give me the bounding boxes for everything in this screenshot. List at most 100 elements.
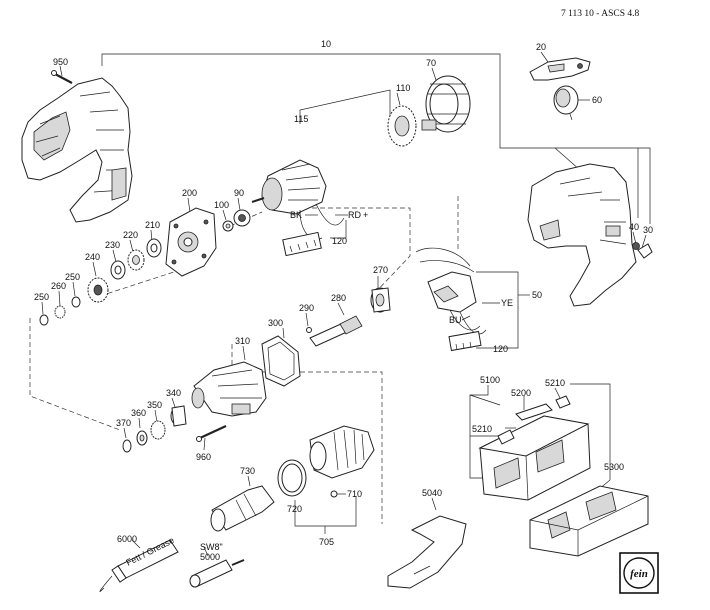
part-110-gear[interactable] — [387, 105, 417, 147]
label-90[interactable]: 90 — [234, 188, 244, 198]
part-5210-latch-a[interactable] — [555, 395, 571, 409]
part-350-gear[interactable] — [150, 420, 166, 440]
label-370[interactable]: 370 — [116, 418, 131, 428]
part-10-housing-right[interactable] — [527, 163, 637, 307]
label-960[interactable]: 960 — [196, 452, 211, 462]
part-340-bushing[interactable] — [170, 405, 187, 427]
part-60-cap[interactable] — [553, 85, 579, 121]
part-260-gear[interactable] — [54, 305, 66, 319]
label-720[interactable]: 720 — [287, 504, 302, 514]
leader-lines — [41, 51, 651, 557]
part-200-gearbox[interactable] — [165, 207, 217, 277]
part-90-bearing[interactable] — [233, 209, 251, 227]
label-120-a[interactable]: 120 — [332, 236, 347, 246]
part-70-gear-housing[interactable] — [421, 75, 471, 133]
label-5000[interactable]: 5000 — [200, 552, 220, 562]
part-30-clip[interactable] — [637, 243, 653, 259]
label-5210-a[interactable]: 5210 — [545, 378, 565, 388]
label-5040[interactable]: 5040 — [422, 488, 442, 498]
part-370-ring[interactable] — [122, 439, 132, 453]
fein-logo: fein — [619, 552, 659, 594]
wire-label-bk: BK — [290, 210, 302, 220]
label-270[interactable]: 270 — [373, 265, 388, 275]
part-100-washer[interactable] — [222, 220, 234, 232]
wire-label-bu: BU — [449, 315, 462, 325]
part-5000-bit[interactable]: SW8" — [189, 542, 245, 588]
part-720-ring[interactable] — [277, 459, 307, 497]
label-350[interactable]: 350 — [147, 400, 162, 410]
label-200[interactable]: 200 — [182, 188, 197, 198]
part-labels: 950 10 20 70 60 110 115 200 90 100 210 2… — [34, 39, 653, 562]
part-50-electronics[interactable] — [415, 247, 487, 335]
label-950[interactable]: 950 — [53, 57, 68, 67]
motor-connector — [282, 231, 322, 257]
label-250-a[interactable]: 250 — [65, 272, 80, 282]
part-960-screw[interactable] — [196, 425, 227, 442]
label-10[interactable]: 10 — [321, 39, 331, 49]
label-705[interactable]: 705 — [319, 537, 334, 547]
part-705-depth-locator[interactable] — [309, 425, 375, 479]
part-230-washer[interactable] — [110, 260, 126, 280]
part-120-connector-b[interactable] — [448, 330, 482, 352]
part-270-bushing[interactable] — [370, 287, 391, 313]
wire-label-rd: RD — [348, 210, 361, 220]
part-290-pin[interactable] — [306, 327, 312, 333]
label-300[interactable]: 300 — [268, 318, 283, 328]
part-220-gear[interactable] — [127, 249, 145, 271]
label-260[interactable]: 260 — [51, 281, 66, 291]
label-340[interactable]: 340 — [166, 388, 181, 398]
label-110[interactable]: 110 — [396, 83, 410, 93]
part-5210-latch-b[interactable] — [497, 429, 515, 445]
label-230[interactable]: 230 — [105, 240, 120, 250]
part-115-motor[interactable] — [251, 159, 345, 240]
label-40[interactable]: 40 — [629, 222, 639, 232]
wire-label-ye: YE — [501, 298, 513, 308]
label-115[interactable]: 115 — [294, 114, 308, 124]
label-20[interactable]: 20 — [536, 42, 546, 52]
label-5100[interactable]: 5100 — [480, 375, 500, 385]
part-5200-case-handle[interactable] — [515, 403, 553, 421]
bit-size-text: SW8" — [200, 542, 223, 552]
part-310-gear-head[interactable] — [191, 361, 267, 417]
label-120-b[interactable]: 120 — [493, 344, 508, 354]
label-6000[interactable]: 6000 — [117, 534, 137, 544]
label-60[interactable]: 60 — [592, 95, 602, 105]
label-710[interactable]: 710 — [347, 489, 362, 499]
part-730-bit-holder[interactable] — [210, 485, 275, 532]
part-40-nut[interactable] — [632, 242, 640, 250]
label-250-b[interactable]: 250 — [34, 292, 49, 302]
label-70[interactable]: 70 — [426, 58, 436, 68]
part-20-switch-cover[interactable] — [529, 57, 591, 81]
label-360[interactable]: 360 — [131, 408, 146, 418]
wire-plus-sign: + — [363, 210, 368, 220]
label-290[interactable]: 290 — [299, 303, 314, 313]
label-210[interactable]: 210 — [145, 220, 160, 230]
diagram-code: 7 113 10 - ASCS 4.8 — [561, 9, 640, 19]
part-210-washer[interactable] — [146, 238, 162, 258]
label-50[interactable]: 50 — [532, 290, 542, 300]
label-5200[interactable]: 5200 — [511, 388, 531, 398]
label-30[interactable]: 30 — [643, 225, 653, 235]
part-5040-belt-clip[interactable] — [387, 515, 467, 589]
label-730[interactable]: 730 — [240, 466, 255, 476]
part-280-spindle[interactable] — [309, 315, 363, 347]
part-360-washer[interactable] — [136, 430, 148, 446]
part-710-o-ring[interactable] — [330, 490, 338, 498]
label-5300[interactable]: 5300 — [604, 462, 624, 472]
label-100[interactable]: 100 — [214, 200, 229, 210]
part-6000-grease-tube[interactable]: Fett / Grease — [99, 535, 179, 592]
label-220[interactable]: 220 — [123, 230, 138, 240]
label-5210-b[interactable]: 5210 — [472, 424, 492, 434]
label-280[interactable]: 280 — [331, 293, 346, 303]
label-310[interactable]: 310 — [235, 336, 250, 346]
label-240[interactable]: 240 — [85, 252, 100, 262]
part-300-gasket[interactable] — [261, 335, 301, 387]
part-250-ring-a[interactable] — [71, 296, 81, 308]
part-10-housing-left[interactable] — [21, 77, 133, 223]
part-5300-case-insert[interactable] — [529, 485, 649, 557]
part-250-ring-b[interactable] — [39, 314, 49, 326]
part-950-screw[interactable] — [51, 70, 73, 84]
part-240-gear[interactable] — [87, 277, 109, 303]
part-5100-carry-case[interactable] — [478, 415, 591, 501]
